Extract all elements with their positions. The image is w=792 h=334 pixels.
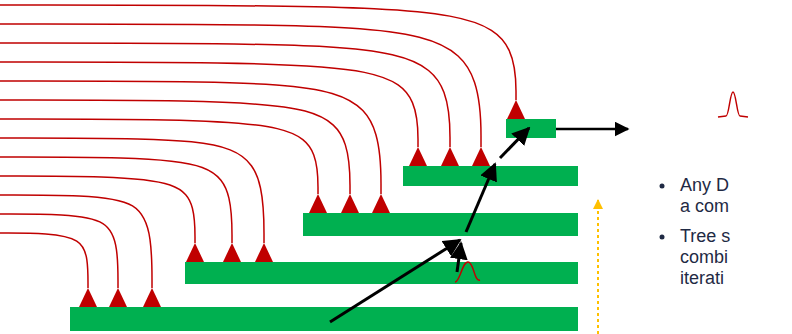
synapse-triangle bbox=[79, 288, 97, 307]
flow-arrow bbox=[330, 240, 460, 322]
flow-arrow bbox=[466, 164, 495, 232]
output-spike bbox=[718, 92, 748, 117]
input-line bbox=[0, 214, 118, 288]
iteration-arrow bbox=[597, 200, 599, 334]
synapse-triangle bbox=[309, 194, 327, 213]
bullet-text: iterati bbox=[680, 268, 724, 289]
input-line bbox=[0, 43, 450, 147]
soma-bar bbox=[506, 119, 556, 138]
input-line bbox=[0, 233, 88, 288]
input-line bbox=[0, 195, 152, 288]
bullet-text: Tree s bbox=[680, 226, 730, 247]
synapse-triangle bbox=[341, 194, 359, 213]
signal-arrows bbox=[330, 128, 628, 322]
synapse-triangle bbox=[372, 194, 390, 213]
input-line bbox=[0, 5, 516, 100]
input-line bbox=[0, 138, 264, 243]
dendrite-bar bbox=[303, 213, 578, 236]
synapse-triangle bbox=[472, 147, 490, 166]
synapse-triangle bbox=[223, 243, 241, 262]
bullet-text: Any D bbox=[680, 175, 729, 196]
dendritic-wave bbox=[455, 262, 480, 282]
bullet bbox=[660, 184, 665, 189]
dendrite-bars bbox=[70, 119, 578, 331]
bullet bbox=[660, 235, 665, 240]
input-line bbox=[0, 24, 481, 147]
dendrite-bar bbox=[70, 307, 578, 331]
synapse-triangle bbox=[186, 243, 204, 262]
dendrite-bar bbox=[185, 262, 578, 284]
output-arrow bbox=[556, 128, 628, 131]
bullet-text: combi bbox=[680, 247, 728, 268]
bullet-text: a com bbox=[680, 196, 729, 217]
input-lines bbox=[0, 5, 516, 288]
synapse-triangle bbox=[255, 243, 273, 262]
input-line bbox=[0, 100, 350, 194]
flow-arrow bbox=[500, 128, 529, 158]
synapse-triangle bbox=[409, 147, 427, 166]
synapse-triangle bbox=[109, 288, 127, 307]
synapse-triangle bbox=[507, 100, 525, 119]
synapse-triangle bbox=[441, 147, 459, 166]
flow-arrow bbox=[457, 243, 461, 272]
synapses bbox=[79, 100, 525, 307]
synapse-triangle bbox=[143, 288, 161, 307]
